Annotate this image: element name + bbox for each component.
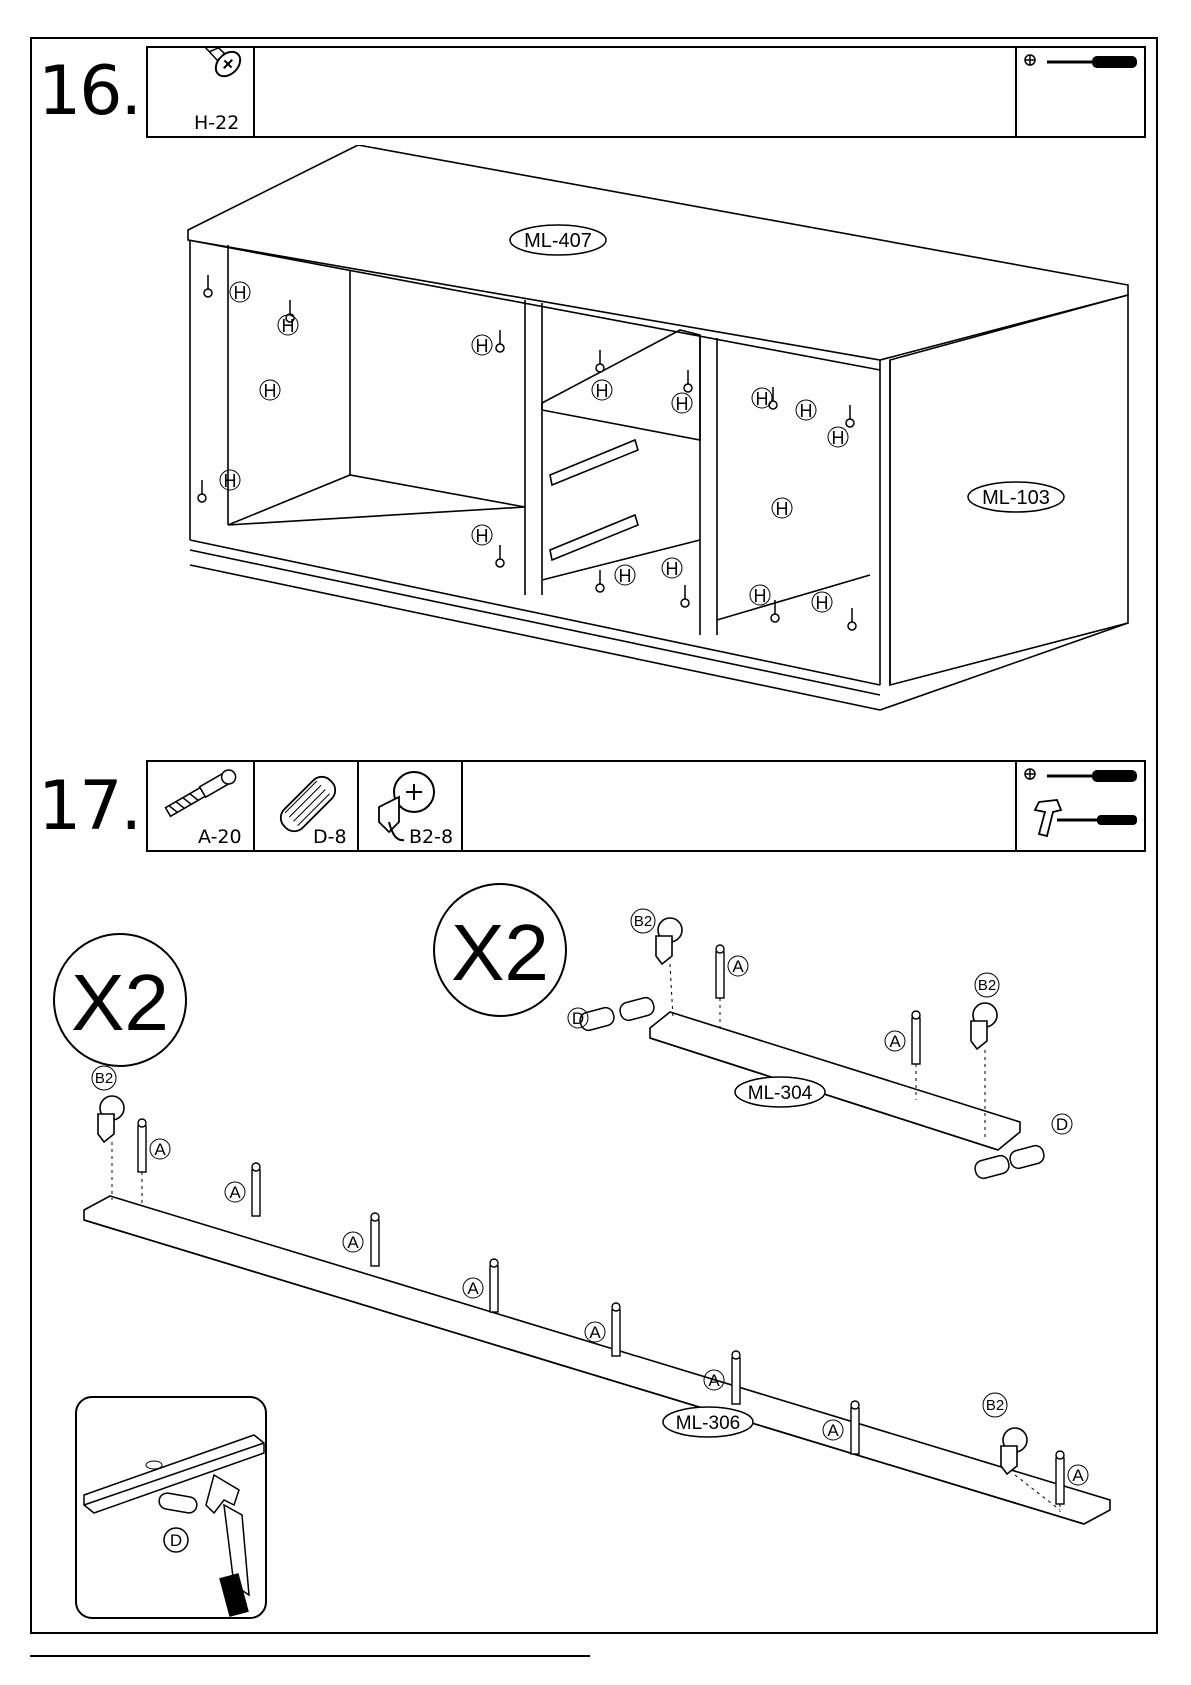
footer-rule [30,1655,590,1657]
panel-label-short-rail: ML-304 [748,1083,813,1104]
h-label: H [282,316,295,336]
h-label: H [619,566,632,586]
bolt-label: A [708,1371,720,1390]
h-label: H [666,559,679,579]
bolt-label: A [589,1323,601,1342]
part-code-d8: D-8 [313,826,347,848]
bolt-label: A [154,1140,166,1159]
h-label: H [816,593,829,613]
cabinet-assembly-drawing: H H H H H H H H H H H H H H H H ML-407 M… [180,145,1130,745]
h-label: H [596,381,609,401]
step-17-parts-bar: A-20 D-8 B2-8 [146,760,1146,852]
h-label: H [676,394,689,414]
part-cell-h22: H-22 [148,48,255,136]
part-code-h22: H-22 [194,112,239,134]
cam-label: B2 [95,1070,113,1087]
part-cell-a20: A-20 [148,762,255,850]
panel-label-long-rail: ML-306 [676,1413,740,1434]
h-label: H [832,428,845,448]
part-code-a20: A-20 [198,826,242,848]
part-code-b28: B2-8 [409,826,453,848]
bolt-label: A [467,1279,479,1298]
part-cell-b28: B2-8 [359,762,463,850]
h-label: H [800,401,813,421]
part-cell-d8: D-8 [255,762,359,850]
h-label: H [754,586,767,606]
step-17-number: 17. [38,773,140,841]
h-label: H [776,499,789,519]
cam-label: B2 [986,1397,1004,1414]
h-label: H [476,526,489,546]
dowel-label: D [1056,1115,1068,1134]
hammer-icon [1017,796,1145,846]
h-label: H [476,336,489,356]
dowel-label: D [170,1531,182,1550]
h-label: H [756,389,769,409]
bolt-label: A [1072,1466,1084,1485]
bolt-label: A [889,1032,901,1051]
panel-label-top: ML-407 [524,230,592,252]
cam-label: B2 [634,913,652,930]
step-16-number: 16. [38,58,140,126]
tool-cell [1015,48,1146,136]
tool-cell [1015,762,1146,850]
h-label: H [224,471,237,491]
bolt-label: A [827,1421,839,1440]
panel-label-side: ML-103 [982,487,1050,509]
phillips-screwdriver-icon [1017,48,1145,136]
h-label: H [264,381,277,401]
cam-label: B2 [978,977,996,994]
step-16-parts-bar: H-22 [146,46,1146,138]
bolt-label: A [732,957,744,976]
dowel-hammer-detail-inset: D [74,1395,268,1620]
bolt-label: A [229,1183,241,1202]
dowel-label: D [572,1009,584,1028]
bolt-label: A [347,1233,359,1252]
h-label: H [234,283,247,303]
